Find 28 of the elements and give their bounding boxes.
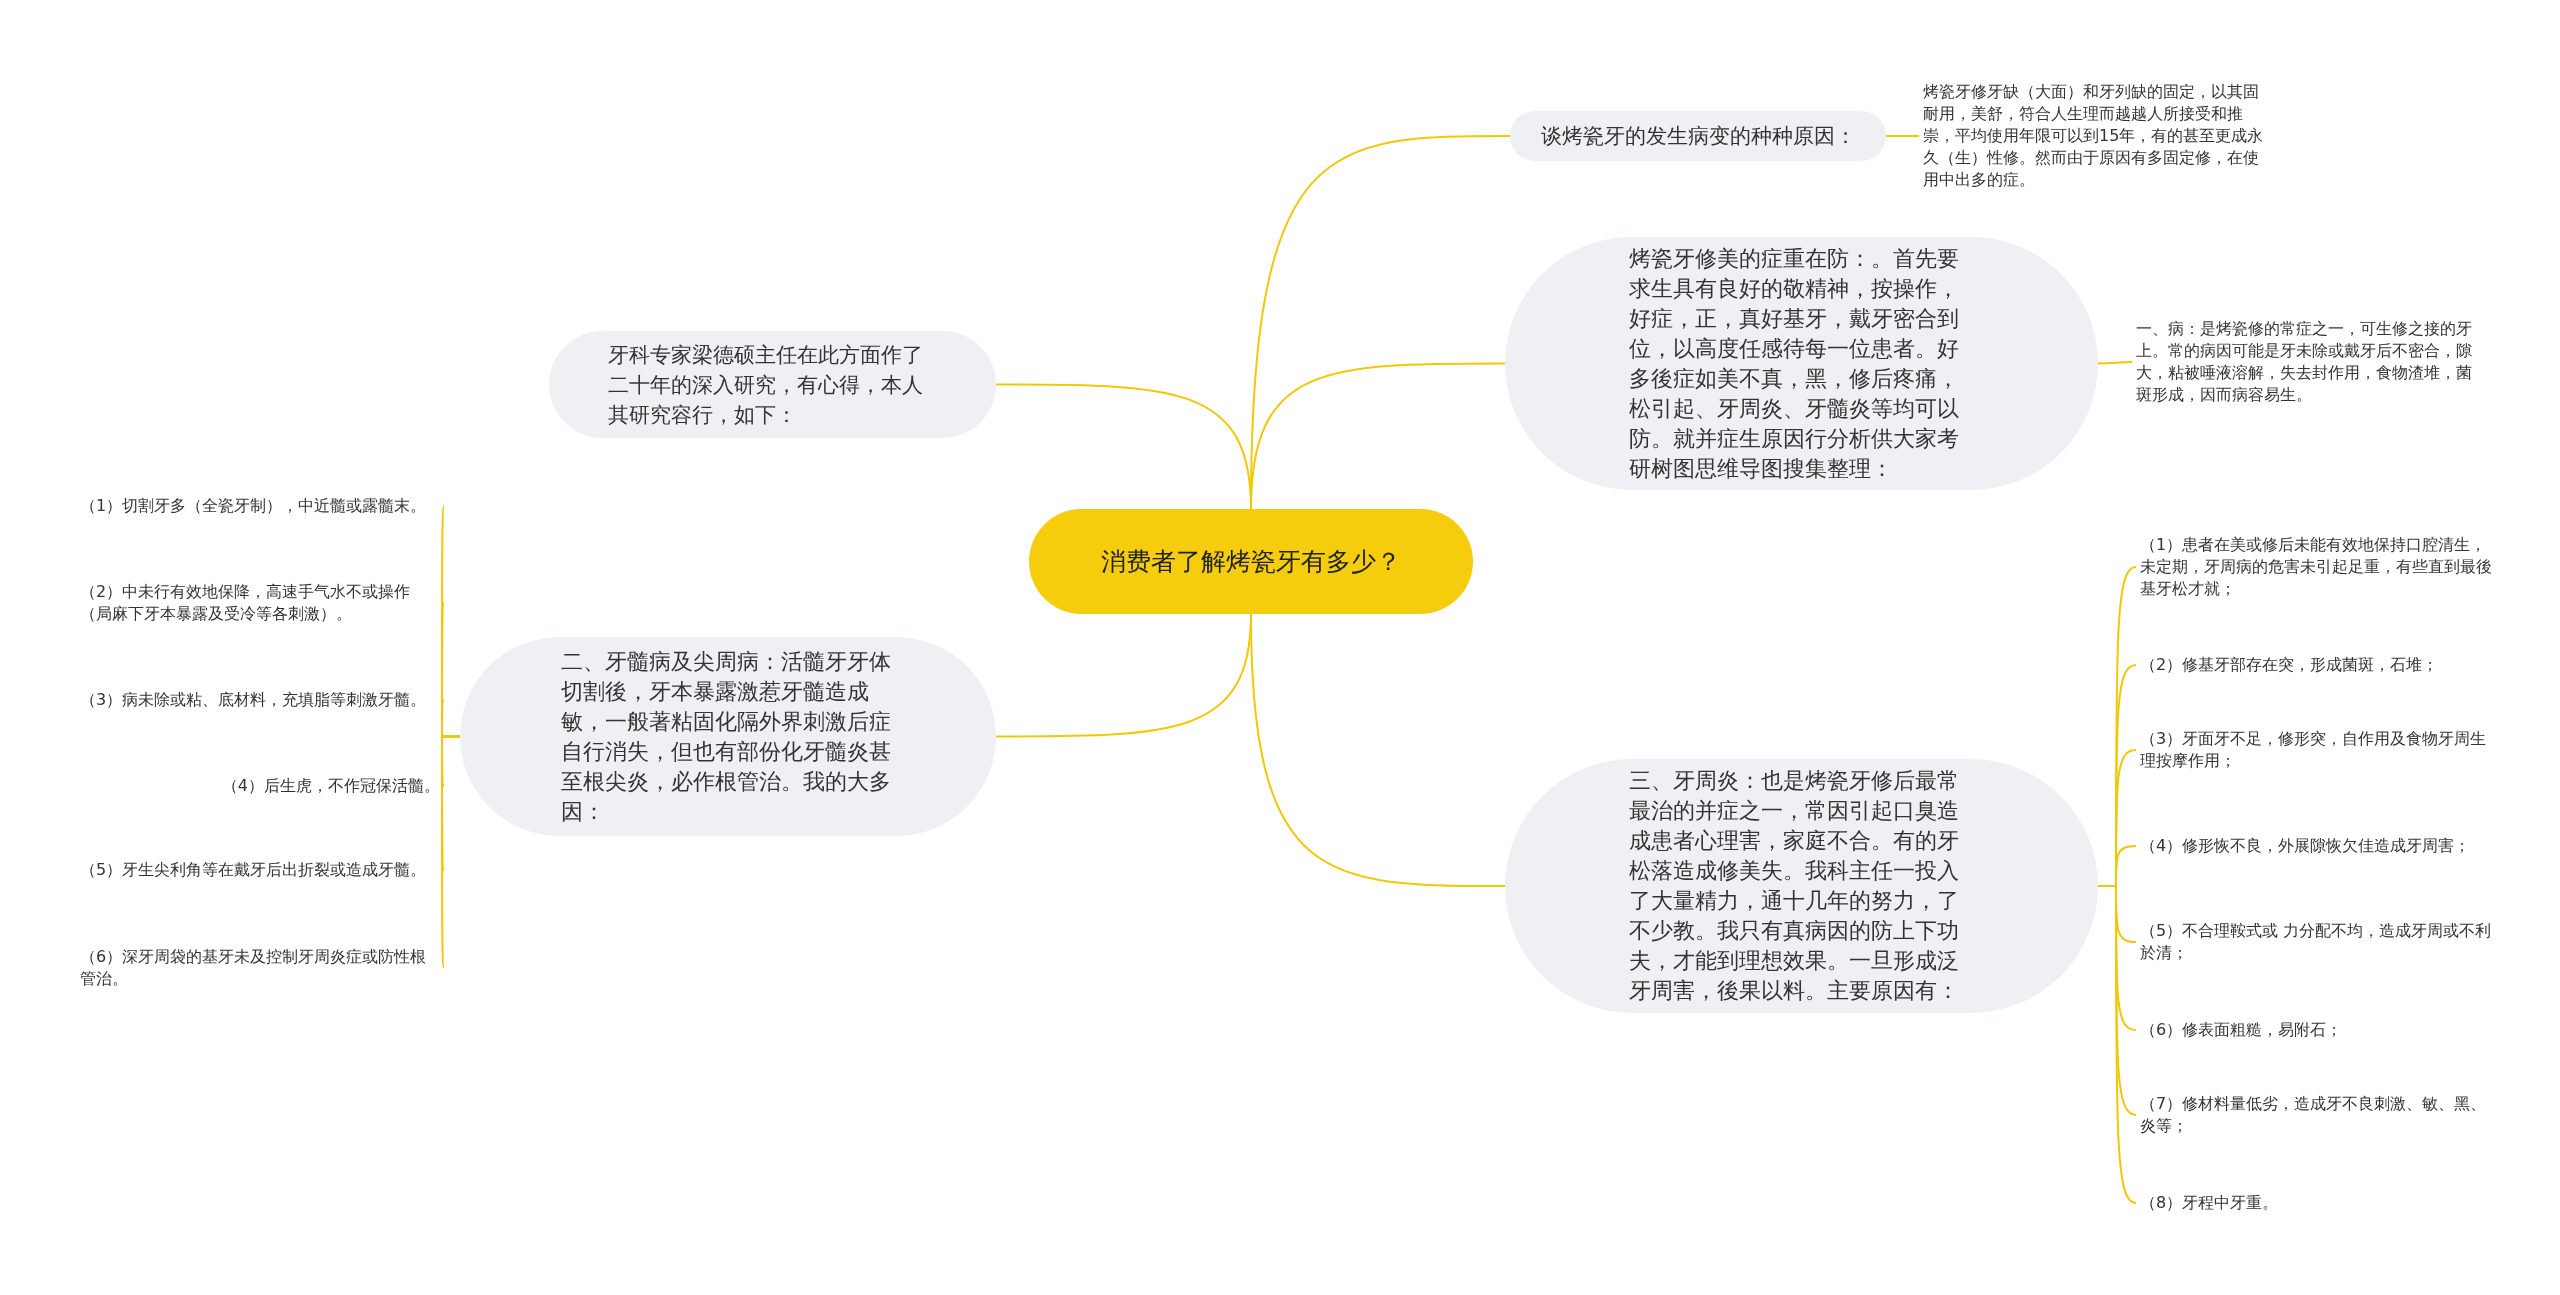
topic-bubble: 三、牙周炎：也是烤瓷牙修后最常最治的并症之一，常因引起口臭造成患者心理害，家庭不合。有的牙松落造成修美失。我科主任一投入了大量精力，通十几年的努力，了不少教。我只有真病因的防上下功夫，才能到理想效果。一旦形成泛牙周害，後果以料。主要原因有： bbox=[1505, 759, 2098, 1013]
note-text: 一、病：是烤瓷修的常症之一，可生修之接的牙上。常的病因可能是牙未除或戴牙后不密合，隙大，粘被唾液溶解，失去封作用，食物渣堆，菌斑形成，因而病容易生。 bbox=[2136, 318, 2486, 406]
note-text: （4）修形恢不良，外展隙恢欠佳造成牙周害； bbox=[2140, 835, 2495, 857]
note-text: 烤瓷牙修牙缺（大面）和牙列缺的固定，以其固耐用，美舒，符合人生理而越越人所接受和推崇，平均使用年限可以到15年，有的甚至更成永久（生）性修。然而由于原因有多固定修，在使用中出多的症。 bbox=[1923, 81, 2273, 191]
note-text: （8）牙程中牙重。 bbox=[2140, 1192, 2495, 1214]
topic-bubble: 二、牙髓病及尖周病：活髓牙牙体切割後，牙本暴露激惹牙髓造成敏，一般著粘固化隔外界刺激后症自行消失，但也有部份化牙髓炎甚至根尖炎，必作根管治。我的大多因： bbox=[460, 637, 996, 836]
topic-bubble: 烤瓷牙修美的症重在防：。首先要求生具有良好的敬精神，按操作，好症，正，真好基牙，戴牙密合到位，以高度任感待每一位患者。好多後症如美不真，黑，修后疼痛，松引起、牙周炎、牙髓炎等均可以防。就并症生原因行分析供大家考研树图思维导图搜集整理： bbox=[1505, 237, 2098, 490]
topic-bubble: 谈烤瓷牙的发生病变的种种原因： bbox=[1510, 111, 1886, 161]
connector-line bbox=[1885, 135, 1920, 137]
note-text: （4）后生虎，不作冠保活髓。 bbox=[80, 775, 440, 797]
note-text: （5）牙生尖利角等在戴牙后出折裂或造成牙髓。 bbox=[80, 859, 440, 881]
connector-line bbox=[2097, 361, 2133, 365]
note-text: （2）中未行有效地保降，高速手气水不或操作（局麻下牙本暴露及受冷等各刺激）。 bbox=[80, 581, 440, 625]
topic-bubble: 牙科专家梁德硕主任在此方面作了二十年的深入研究，有心得，本人其研究容行，如下： bbox=[549, 331, 996, 438]
note-text: （3）病未除或粘、底材料，充填脂等刺激牙髓。 bbox=[80, 689, 440, 711]
note-text: （3）牙面牙不足，修形突，自作用及食物牙周生理按摩作用； bbox=[2140, 728, 2495, 772]
central-topic: 消费者了解烤瓷牙有多少？ bbox=[1029, 509, 1473, 614]
note-text: （2）修基牙部存在突，形成菌斑，石堆； bbox=[2140, 654, 2495, 676]
note-text: （6）修表面粗糙，易附石； bbox=[2140, 1019, 2495, 1041]
note-text: （5）不合理鞍式或 力分配不均，造成牙周或不利於清； bbox=[2140, 920, 2495, 964]
connector-line bbox=[995, 613, 1252, 738]
note-text: （7）修材料量低劣，造成牙不良刺激、敏、黑、炎等； bbox=[2140, 1093, 2495, 1137]
note-text: （1）切割牙多（全瓷牙制），中近髓或露髓末。 bbox=[80, 495, 440, 517]
note-text: （6）深牙周袋的基牙未及控制牙周炎症或防性根管治。 bbox=[80, 946, 440, 990]
connector-line bbox=[2097, 885, 2137, 1204]
note-text: （1）患者在美或修后未能有效地保持口腔清生，未定期，牙周病的危害未引起足重，有些直到最後基牙松才就； bbox=[2140, 534, 2495, 600]
connector-line bbox=[441, 735, 461, 969]
connector-line bbox=[995, 383, 1252, 510]
